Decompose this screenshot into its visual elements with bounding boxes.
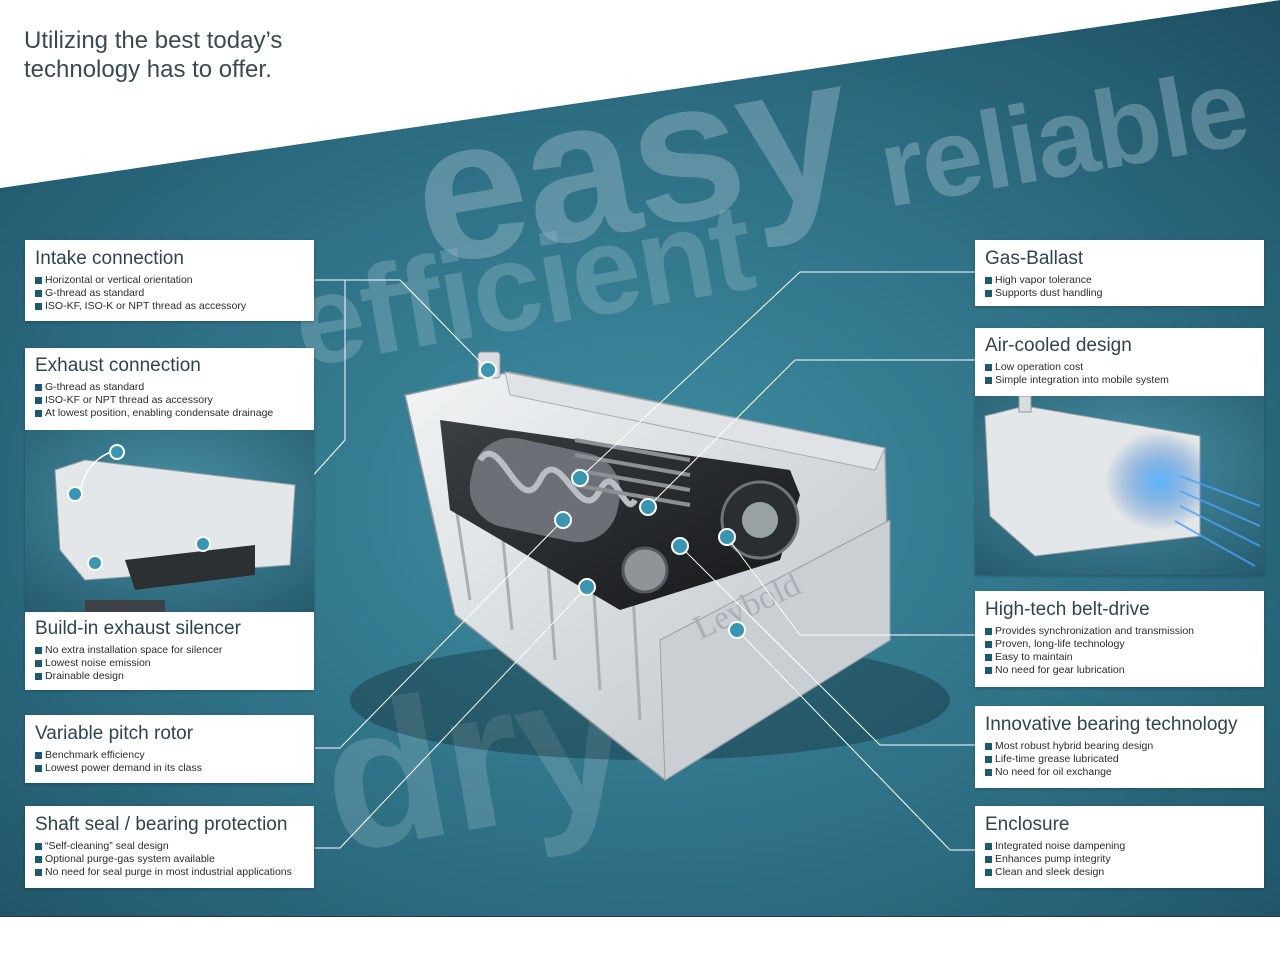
bullet-item: ISO-KF, ISO-K or NPT thread as accessory <box>35 300 304 313</box>
bullet-list: Provides synchronization and transmissio… <box>985 625 1254 677</box>
bullet-item: Clean and sleek design <box>985 866 1254 879</box>
panel-enclosure: Enclosure Integrated noise dampening Enh… <box>975 806 1264 888</box>
headline-line-2: technology has to offer. <box>24 56 272 83</box>
panel-title: High-tech belt-drive <box>985 599 1150 620</box>
bullet-item: Life-time grease lubricated <box>985 753 1254 766</box>
bullet-list: G-thread as standard ISO-KF or NPT threa… <box>35 381 304 420</box>
panel-title: Intake connection <box>35 248 184 269</box>
bullet-item: No need for gear lubrication <box>985 664 1254 677</box>
rotor-shaft <box>469 437 638 543</box>
bullet-item: At lowest position, enabling condensate … <box>35 407 304 420</box>
panel-belt-drive: High-tech belt-drive Provides synchroniz… <box>975 591 1264 687</box>
panel-title: Exhaust connection <box>35 355 201 376</box>
panel-title: Variable pitch rotor <box>35 723 194 744</box>
panel-title: Shaft seal / bearing protection <box>35 814 288 835</box>
bottom-white-strip <box>0 916 1280 960</box>
headline: Utilizing the best today’s technology ha… <box>24 26 282 84</box>
bullet-item: Lowest noise emission <box>35 657 304 670</box>
bullet-item: Provides synchronization and transmissio… <box>985 625 1254 638</box>
bullet-item: No need for oil exchange <box>985 766 1254 779</box>
air-cooled-thumbnail-image <box>975 396 1264 575</box>
pulley-hub <box>742 502 778 538</box>
bullet-list: “Self-cleaning” seal design Optional pur… <box>35 840 304 879</box>
bullet-item: Easy to maintain <box>985 651 1254 664</box>
top-panel <box>504 371 886 471</box>
bullet-list: Integrated noise dampening Enhances pump… <box>985 840 1254 879</box>
bullet-item: Low operation cost <box>985 361 1254 374</box>
headline-line-1: Utilizing the best today’s <box>24 27 283 54</box>
bullet-item: Drainable design <box>35 670 304 683</box>
bullet-item: No extra installation space for silencer <box>35 644 304 657</box>
bullet-item: G-thread as standard <box>35 287 304 300</box>
bullet-item: Enhances pump integrity <box>985 853 1254 866</box>
panel-title: Build-in exhaust silencer <box>35 618 241 639</box>
bullet-item: Proven, long-life technology <box>985 638 1254 651</box>
pump-end-cover <box>659 519 891 781</box>
white-corner <box>0 0 1280 188</box>
bullet-list: Benchmark efficiency Lowest power demand… <box>35 749 304 775</box>
housing-ribs <box>453 499 642 721</box>
exhaust-thumbnail-image <box>25 430 314 612</box>
panel-title: Enclosure <box>985 814 1070 835</box>
bullet-list: Low operation cost Simple integration in… <box>985 361 1254 387</box>
callout-dots <box>479 361 746 639</box>
bullet-item: Integrated noise dampening <box>985 840 1254 853</box>
bullet-item: Lowest power demand in its class <box>35 762 304 775</box>
panel-shaft-seal: Shaft seal / bearing protection “Self-cl… <box>25 806 314 888</box>
panel-title: Air-cooled design <box>985 335 1132 356</box>
bullet-item: Benchmark efficiency <box>35 749 304 762</box>
cooling-fins <box>574 438 691 507</box>
panel-gas-ballast: Gas-Ballast High vapor tolerance Support… <box>975 240 1264 306</box>
bullet-list: Horizontal or vertical orientation G-thr… <box>35 274 304 313</box>
panel-exhaust-and-silencer: Exhaust connection G-thread as standard … <box>25 348 314 690</box>
bullet-item: G-thread as standard <box>35 381 304 394</box>
bullet-list: High vapor tolerance Supports dust handl… <box>985 274 1254 300</box>
panel-variable-pitch-rotor: Variable pitch rotor Benchmark efficienc… <box>25 715 314 783</box>
bullet-list: No extra installation space for silencer… <box>35 644 304 683</box>
bullet-item: ISO-KF or NPT thread as accessory <box>35 394 304 407</box>
bullet-item: Supports dust handling <box>985 287 1254 300</box>
panel-title: Innovative bearing technology <box>985 714 1238 735</box>
bullet-item: No need for seal purge in most industria… <box>35 866 304 879</box>
panel-title: Gas-Ballast <box>985 248 1084 269</box>
bullet-item: “Self-cleaning” seal design <box>35 840 304 853</box>
bullet-item: High vapor tolerance <box>985 274 1254 287</box>
gear <box>621 546 669 594</box>
bullet-item: Most robust hybrid bearing design <box>985 740 1254 753</box>
panel-air-cooled: Air-cooled design Low operation cost Sim… <box>975 328 1264 575</box>
bullet-item: Horizontal or vertical orientation <box>35 274 304 287</box>
bullet-item: Optional purge-gas system available <box>35 853 304 866</box>
panel-intake-connection: Intake connection Horizontal or vertical… <box>25 240 314 321</box>
leader-lines <box>299 271 975 851</box>
bullet-list: Most robust hybrid bearing design Life-t… <box>985 740 1254 779</box>
bullet-item: Simple integration into mobile system <box>985 374 1254 387</box>
panel-bearing-technology: Innovative bearing technology Most robus… <box>975 706 1264 788</box>
